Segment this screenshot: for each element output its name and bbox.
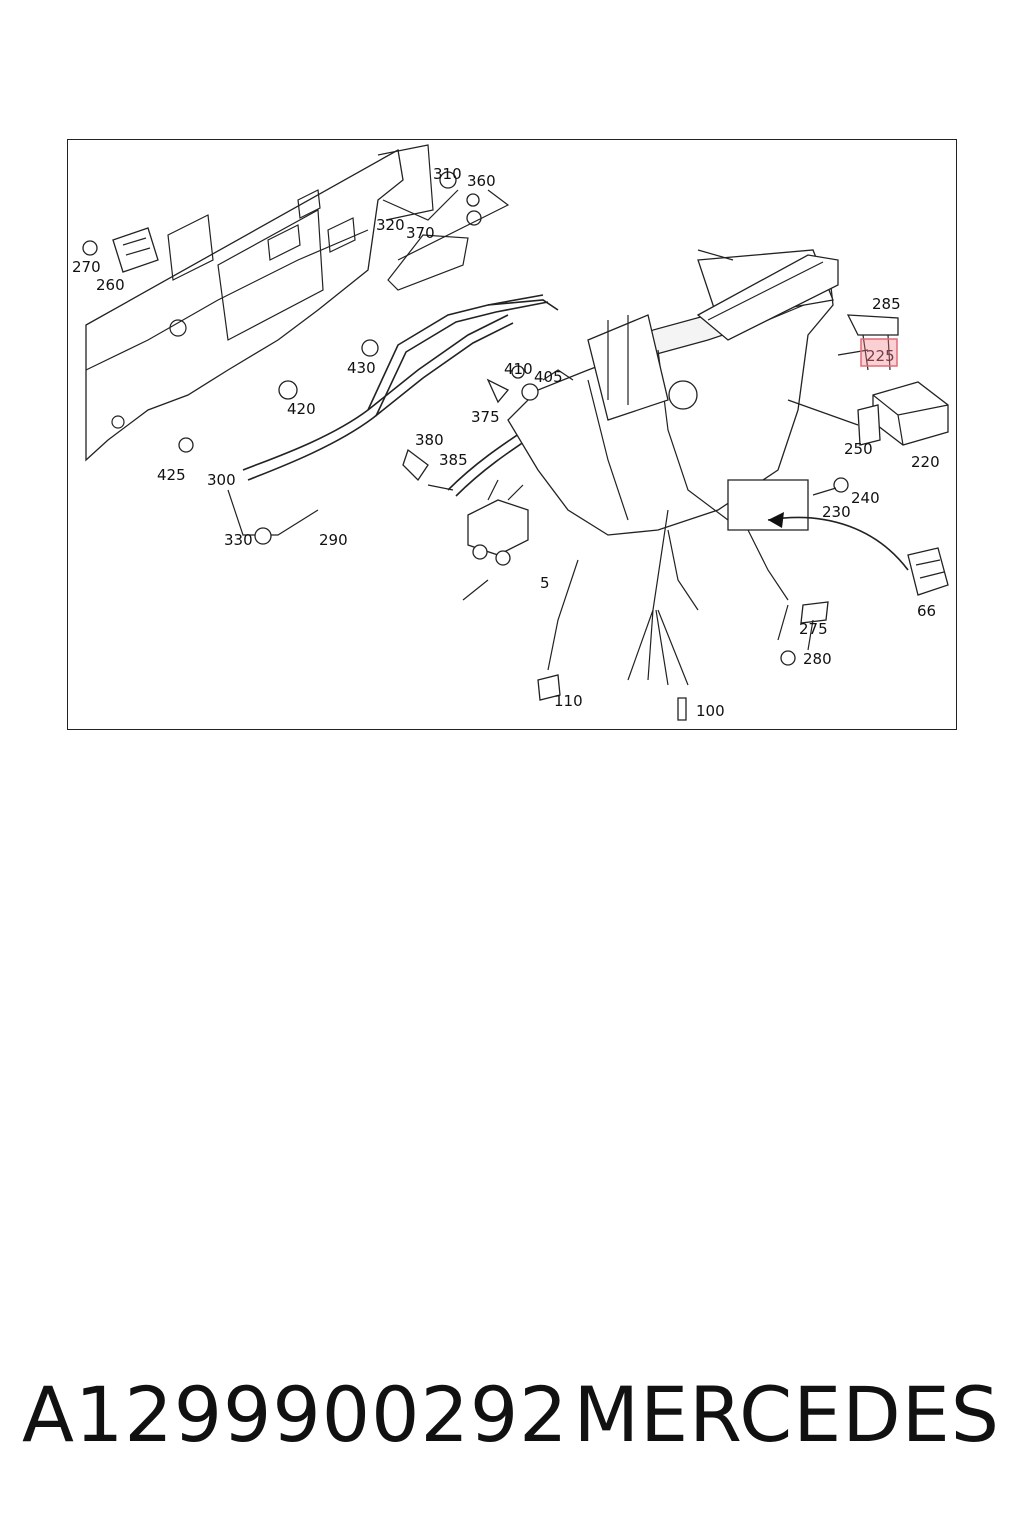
callout-285: 285: [872, 295, 901, 313]
connector-260: [82, 227, 159, 273]
callout-375: 375: [471, 408, 500, 426]
parts-diagram-frame: 270 260 310 360 320 370 430 420 425 300 …: [67, 139, 957, 730]
firewall-panel: [85, 144, 469, 462]
air-duct: [696, 254, 839, 341]
control-unit-220: [857, 381, 949, 446]
callout-250: 250: [844, 440, 873, 458]
callout-380: 380: [415, 431, 444, 449]
callout-230: 230: [822, 503, 851, 521]
callout-220: 220: [911, 453, 940, 471]
callout-310: 310: [433, 165, 462, 183]
bracket-285: [846, 314, 899, 371]
callout-260: 260: [96, 276, 125, 294]
leader-lines: [382, 189, 869, 601]
callout-66: 66: [917, 602, 936, 620]
callout-225: 225: [866, 347, 895, 365]
callout-320: 320: [376, 216, 405, 234]
arrow-66-head: [768, 512, 784, 528]
callout-270: 270: [72, 258, 101, 276]
wiring-harness: [537, 509, 689, 721]
part-number: A1299900292: [22, 1370, 569, 1459]
callout-420: 420: [287, 400, 316, 418]
footer: A1299900292 MERCEDES: [0, 1370, 1024, 1470]
expansion-valve: [467, 479, 529, 566]
callout-290: 290: [319, 531, 348, 549]
callout-430: 430: [347, 359, 376, 377]
callout-385: 385: [439, 451, 468, 469]
callout-370: 370: [406, 224, 435, 242]
parts-diagram: 270 260 310 360 320 370 430 420 425 300 …: [72, 144, 949, 721]
callout-110: 110: [554, 692, 583, 710]
fasteners: [178, 171, 849, 666]
relay-66: [907, 547, 949, 596]
callout-300: 300: [207, 471, 236, 489]
brand-name: MERCEDES: [573, 1370, 1000, 1459]
callout-240: 240: [851, 489, 880, 507]
callout-100: 100: [696, 702, 725, 720]
callout-5: 5: [540, 574, 550, 592]
callout-225-highlight: [860, 338, 898, 367]
callout-410: 410: [504, 360, 533, 378]
callout-405: 405: [534, 368, 563, 386]
callout-360: 360: [467, 172, 496, 190]
callout-280: 280: [803, 650, 832, 668]
callout-425: 425: [157, 466, 186, 484]
callout-275: 275: [799, 620, 828, 638]
callout-330: 330: [224, 531, 253, 549]
arrow-66: [767, 516, 909, 571]
